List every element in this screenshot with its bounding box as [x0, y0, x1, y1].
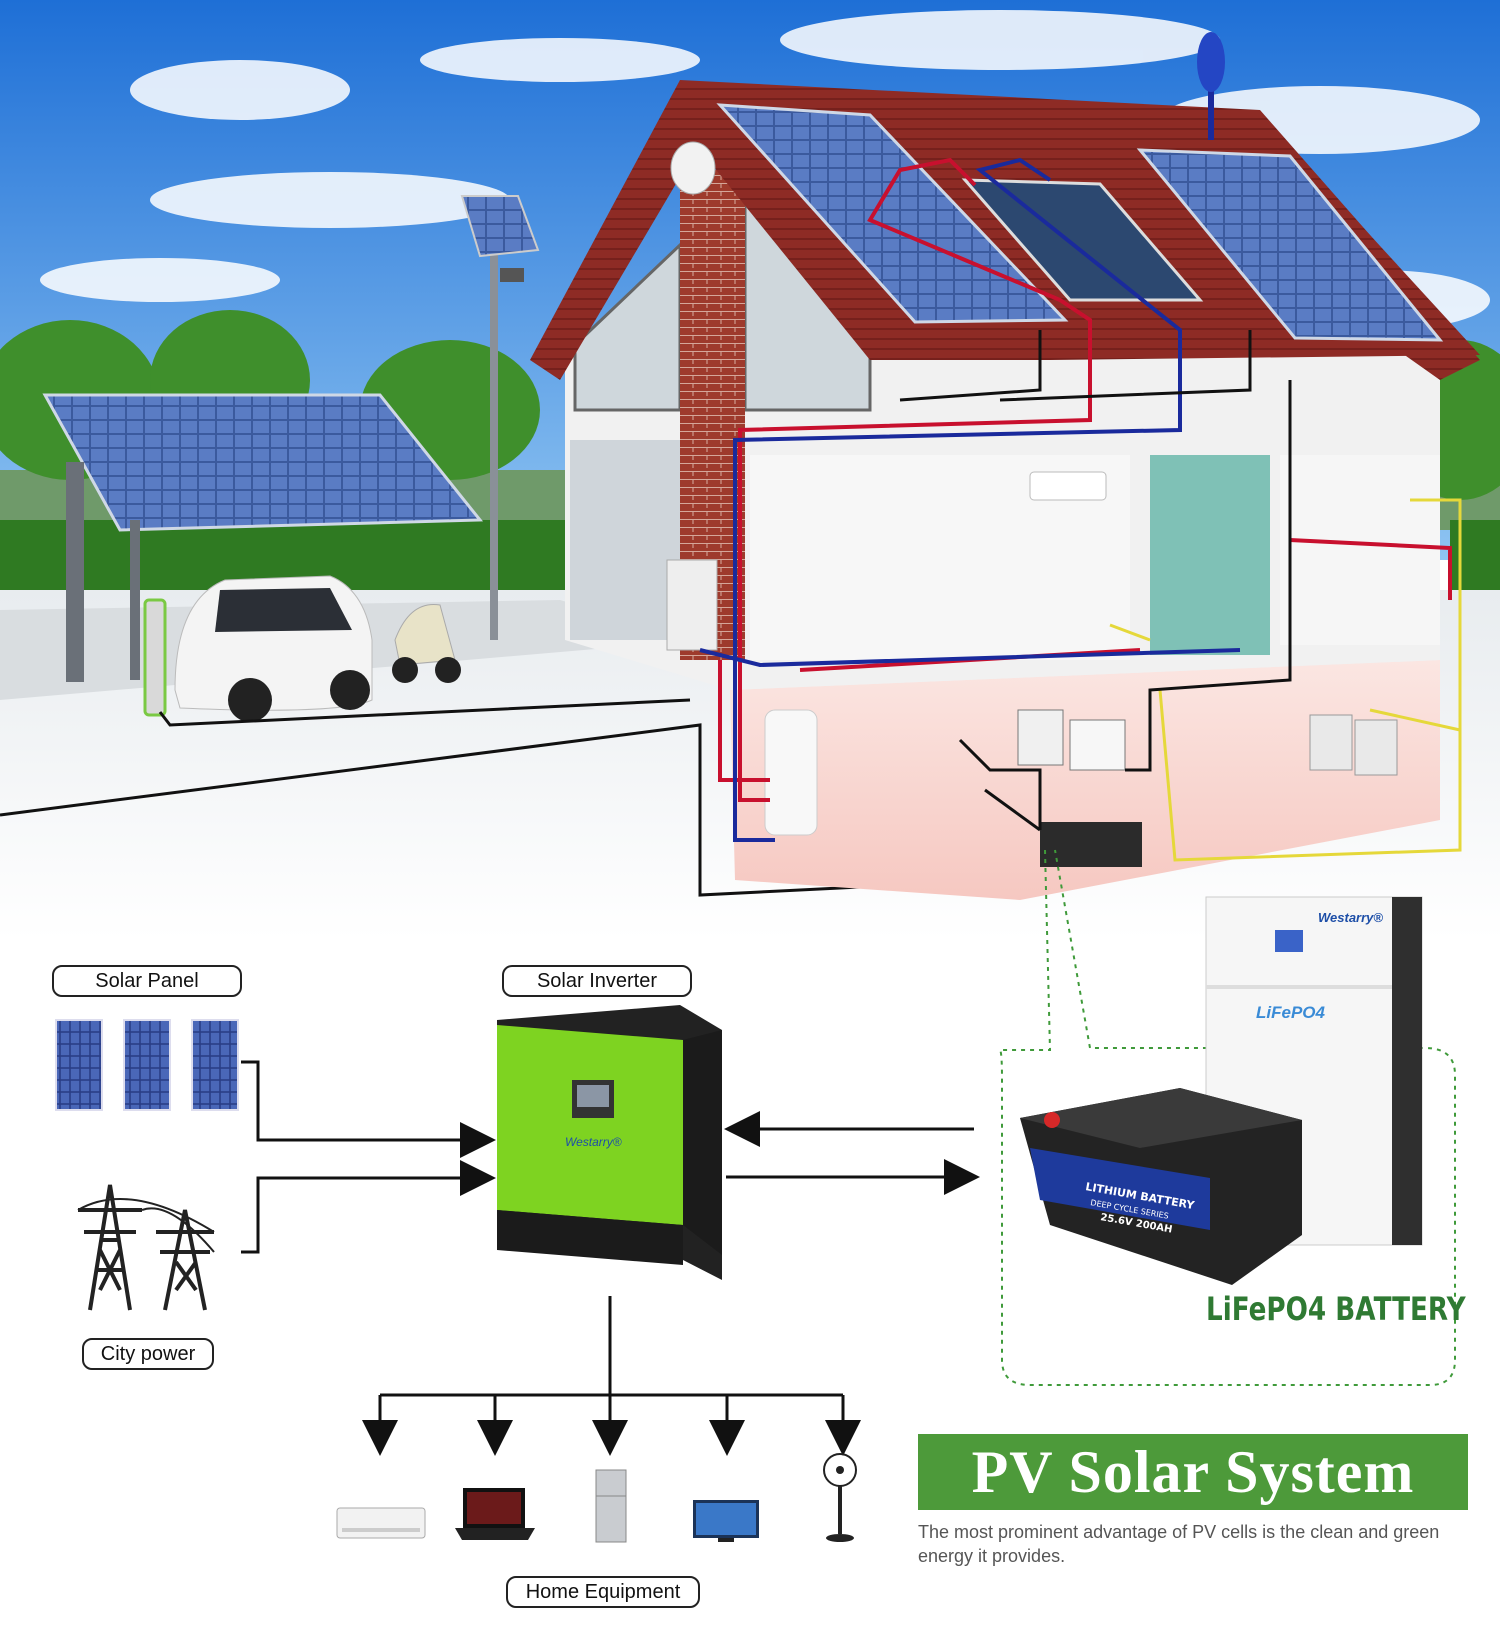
ev-charger	[143, 598, 167, 717]
carport-solar-array	[42, 393, 484, 682]
home-equipment-label: Home Equipment	[506, 1576, 700, 1608]
lifepo4-battery-caption: LiFePO4 BATTERY	[1206, 1290, 1466, 1328]
satellite-dish	[670, 141, 716, 195]
street-solar-light	[460, 195, 540, 640]
solar-inverter-device: Westarry®	[497, 1005, 722, 1280]
wind-turbine	[1197, 32, 1225, 140]
wall-battery: Westarry® LiFePO4	[1205, 896, 1423, 1246]
cold-water-pipes	[699, 157, 1241, 842]
water-tank	[764, 709, 818, 836]
laptop-icon	[455, 1488, 535, 1540]
lithium-battery-box: LITHIUM BATTERY DEEP CYCLE SERIES 25.6V …	[1020, 1088, 1302, 1285]
house	[530, 32, 1480, 900]
solar-thermal-collector	[961, 178, 1204, 302]
solar-panel-icon	[55, 1019, 239, 1111]
heat-pump-unit	[666, 559, 718, 651]
electric-car	[174, 575, 373, 722]
solar-inverter-label: Solar Inverter	[502, 965, 692, 997]
house-scene-illustration	[0, 0, 1500, 940]
banner-description: The most prominent advantage of PV cells…	[918, 1522, 1440, 1566]
battery-print-2: DEEP CYCLE SERIES	[1090, 1198, 1170, 1221]
solar-panel-label: Solar Panel	[52, 965, 242, 997]
air-conditioner-icon	[336, 1507, 426, 1539]
fan-icon	[823, 1453, 857, 1542]
wall-battery-chem: LiFePO4	[1256, 1003, 1326, 1022]
scooter	[392, 603, 461, 683]
television-icon	[693, 1500, 759, 1542]
ac-wires	[1109, 498, 1462, 862]
pv-solar-system-banner: PV Solar System	[918, 1434, 1468, 1510]
connectors	[241, 1060, 980, 1456]
city-power-label: City power	[82, 1338, 214, 1370]
battery-print-3: 25.6V 200AH	[1099, 1212, 1173, 1235]
power-pylon-icon	[77, 1184, 215, 1311]
refrigerator-icon	[595, 1469, 627, 1543]
basement-battery	[1040, 822, 1142, 867]
battery-print-1: LITHIUM BATTERY	[1084, 1180, 1196, 1212]
inverter-brand: Westarry®	[565, 1135, 622, 1149]
dc-wires	[899, 330, 1292, 832]
roof-solar-panel-right	[1136, 148, 1444, 342]
